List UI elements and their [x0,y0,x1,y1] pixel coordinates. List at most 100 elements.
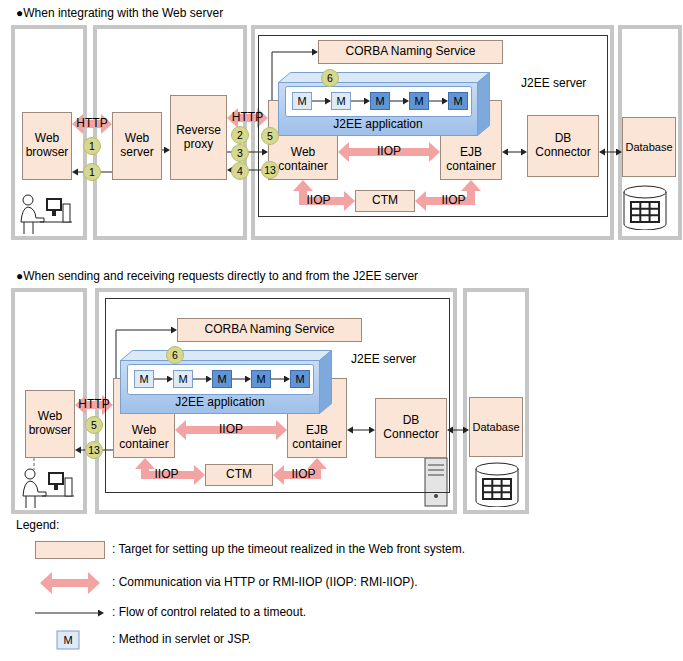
node-label: M [178,373,187,386]
callout-number: 13 [261,161,279,179]
node-label: M [217,373,226,386]
system-frame [620,27,680,238]
database-box: Database [622,117,676,177]
server-box: Web server [112,112,162,180]
node-label: DB Connector [530,132,596,160]
dashed-leader [34,458,35,470]
application-face [121,361,320,414]
application-face [320,351,332,414]
monitor-box: CTM [205,464,273,486]
server-boundary: J2EE server CORBA Naming ServiceJ2EE appl… [258,35,608,217]
application-face [478,73,490,136]
method-box: M [290,370,310,388]
node-label: J2EE application [278,118,478,132]
system-frame [465,290,527,512]
legend-sample [35,572,100,649]
node-label: CTM [226,468,252,482]
connector-label: IIOP [306,194,330,208]
service-box: CORBA Naming Service [177,318,362,342]
legend-sample [40,572,100,594]
callout-number: 6 [166,346,184,364]
proxy-box: Reverse proxy [170,95,227,180]
connector-label: IIOP [291,468,315,482]
node-label: J2EE application [120,396,320,410]
system-frame [13,27,680,512]
node-label: Web container [116,424,172,452]
node-label: CORBA Naming Service [345,45,475,59]
node-label: M [453,95,462,108]
callout-number: 5 [85,416,103,434]
legend-text: : Target for setting up the timeout real… [112,543,465,557]
control-flow-arrow [312,101,325,102]
callout-number: 1 [83,137,101,155]
node-label: Web browser [25,132,69,160]
node-label: Web server [115,132,159,160]
user-icon [21,195,72,234]
node-label: Database [625,141,672,154]
node-label: Web container [271,146,335,174]
method-box: M [409,92,429,110]
node-label: J2EE server [521,77,586,91]
legend-text: : Communication via HTTP or RMI-IIOP (II… [112,576,418,590]
dashed-leader [34,458,35,470]
control-flow-arrow [232,379,245,380]
node-label: CTM [372,194,398,208]
callout-number: 2 [231,126,249,144]
application-box: J2EE applicationMMMMM [278,72,490,136]
service-box: CORBA Naming Service [318,40,503,64]
legend-sample [57,631,79,649]
legend-sample [35,613,98,614]
application-face [279,83,478,136]
method-panel [286,87,472,117]
server-icon [428,465,444,475]
method-box: M [448,92,468,110]
node-label: M [375,95,384,108]
database-cylinder [476,186,666,507]
callout-number: 5 [261,127,279,145]
method-box: M [251,370,271,388]
client-box: Web browser [25,390,75,458]
control-flow-arrow [508,152,521,153]
system-frame [253,27,612,238]
client-box: Web browser [22,112,72,180]
callout-number: 1 [83,163,101,181]
control-flow-arrow [154,379,167,380]
connector-label: IIOP [219,423,243,437]
system-frame [97,290,455,512]
node-label: EJB container [290,424,344,452]
system-frame [13,27,85,238]
method-panel [128,365,314,395]
method-box: M [134,370,154,388]
legend-text: : Method in servlet or JSP. [112,633,251,647]
connector-label: IIOP [154,468,178,482]
user-icon [23,469,74,508]
section-heading: ●When integrating with the Web server [16,7,223,21]
section-heading: ●When sending and receiving requests dir… [16,270,418,284]
callout-number: 13 [85,441,103,459]
node-label: CORBA Naming Service [204,323,334,337]
server-icon [425,458,447,506]
node-label: M [295,373,304,386]
database-cylinder [624,186,666,230]
control-flow-arrow [390,101,403,102]
application-face [279,73,490,83]
connector-label: IIOP [377,145,401,159]
connector-box: DB Connector [527,115,599,177]
control-flow-arrow [429,101,442,102]
control-flow-arrow [605,152,616,153]
application-face [121,351,332,361]
callout-number: 6 [321,69,339,87]
callout-number: 4 [231,162,249,180]
node-label: M [256,373,265,386]
system-frame [13,290,85,512]
node-label: Web browser [28,410,72,438]
legend-swatch [35,541,105,559]
user-icon [21,195,74,508]
node-label: M [414,95,423,108]
connector-label: IIOP [441,194,465,208]
section-heading: Legend: [16,519,59,533]
sample-text: M [63,634,72,647]
node-label: J2EE server [351,353,416,367]
